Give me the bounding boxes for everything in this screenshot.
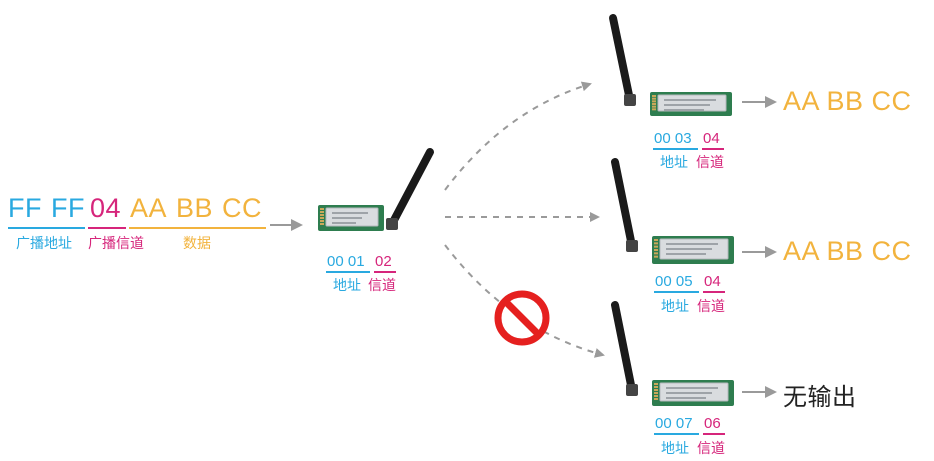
receiver-3-channel: 06 xyxy=(704,415,721,432)
receiver-1-output: AA BB CC xyxy=(783,86,912,116)
frame-data-2: CC xyxy=(222,193,262,223)
sender-channel-label: 信道 xyxy=(368,278,396,294)
receiver-3-addr: 00 07 xyxy=(655,415,693,432)
receiver-1-channel: 04 xyxy=(703,130,720,147)
label-broadcast-channel: 广播信道 xyxy=(88,236,144,252)
receiver-1-addr: 00 03 xyxy=(654,130,692,147)
channel-underline xyxy=(88,227,126,229)
receiver-1-wireless-module-icon xyxy=(609,14,732,116)
receiver-2-addr: 00 05 xyxy=(655,273,693,290)
receiver-2-channel-label: 信道 xyxy=(697,299,725,315)
sender-addr-label: 地址 xyxy=(333,278,361,294)
receiver-2-addr-label: 地址 xyxy=(661,299,689,315)
receiver-2-wireless-module-icon xyxy=(611,158,734,264)
data-underline xyxy=(129,227,266,229)
receiver-2-channel: 04 xyxy=(704,273,721,290)
receiver-3-channel-label: 信道 xyxy=(697,441,725,457)
frame-addr-hi: FF xyxy=(8,193,42,223)
receiver-1-addr-label: 地址 xyxy=(660,155,688,171)
sender-wireless-module-icon xyxy=(318,148,434,231)
receiver-1-channel-label: 信道 xyxy=(696,155,724,171)
sender-channel: 02 xyxy=(375,253,392,270)
sender-addr: 00 01 xyxy=(327,253,365,270)
receiver-3-wireless-module-icon xyxy=(611,301,734,406)
addr-underline xyxy=(8,227,85,229)
label-broadcast-address: 广播地址 xyxy=(16,236,72,252)
frame-data-1: BB xyxy=(176,193,214,223)
label-data: 数据 xyxy=(183,236,211,252)
frame-channel: 04 xyxy=(90,193,122,223)
receiver-3-addr-label: 地址 xyxy=(661,441,689,457)
no-entry-icon xyxy=(494,290,550,346)
frame-addr-lo: FF xyxy=(51,193,85,223)
receiver-3-output: 无输出 xyxy=(783,383,857,411)
link-to-receiver-1 xyxy=(444,81,592,191)
frame-data-0: AA xyxy=(130,193,168,223)
receiver-2-output: AA BB CC xyxy=(783,236,912,266)
